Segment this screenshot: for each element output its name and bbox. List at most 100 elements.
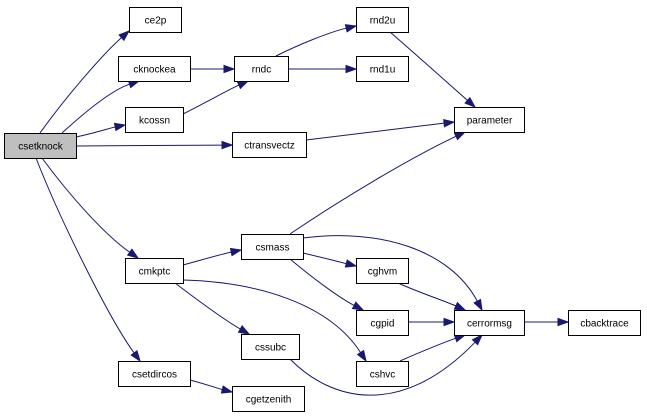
edge-line bbox=[189, 379, 223, 391]
arrowhead bbox=[351, 301, 365, 311]
node-ce2p[interactable]: ce2p bbox=[129, 7, 182, 33]
node-label: kcossn bbox=[139, 116, 170, 127]
node-box[interactable] bbox=[241, 334, 300, 360]
node-label: rnd1u bbox=[370, 65, 396, 76]
node-box[interactable] bbox=[125, 107, 184, 133]
arrowhead bbox=[130, 349, 141, 363]
node-label: ctransvectz bbox=[244, 141, 295, 152]
edge-csetknock-to-ce2p bbox=[39, 30, 131, 134]
edge-csetknock-to-ctransvectz bbox=[75, 140, 234, 150]
node-csmass[interactable]: csmass bbox=[241, 234, 304, 260]
node-box[interactable] bbox=[4, 133, 77, 159]
node-box[interactable] bbox=[125, 258, 184, 284]
arrowhead bbox=[443, 118, 456, 128]
edge-line bbox=[174, 282, 241, 330]
node-cssubc[interactable]: cssubc bbox=[241, 334, 300, 360]
node-box[interactable] bbox=[568, 310, 641, 336]
edge-cmkptc-to-cssubc bbox=[174, 282, 251, 335]
node-csetdircos[interactable]: csetdircos bbox=[118, 361, 191, 387]
node-box[interactable] bbox=[356, 258, 409, 284]
node-box[interactable] bbox=[118, 361, 191, 387]
node-box[interactable] bbox=[234, 56, 289, 82]
node-label: csetdircos bbox=[132, 370, 177, 381]
node-box[interactable] bbox=[118, 56, 191, 82]
edge-line bbox=[302, 252, 347, 265]
node-box[interactable] bbox=[356, 310, 409, 336]
node-box[interactable] bbox=[454, 310, 525, 336]
node-box[interactable] bbox=[232, 386, 305, 412]
edges-layer bbox=[35, 24, 570, 396]
edge-cshvc-to-cerrormsg bbox=[399, 334, 467, 362]
node-label: cmkptc bbox=[139, 267, 171, 278]
edge-cerrormsg-to-cbacktrace bbox=[524, 317, 570, 327]
node-csetknock[interactable]: csetknock bbox=[4, 133, 77, 159]
node-rndc[interactable]: rndc bbox=[234, 56, 289, 82]
arrowhead bbox=[557, 317, 570, 327]
node-parameter[interactable]: parameter bbox=[454, 107, 525, 133]
node-label: rnd2u bbox=[370, 16, 396, 27]
node-box[interactable] bbox=[356, 7, 409, 33]
node-label: ce2p bbox=[145, 16, 167, 27]
arrowhead bbox=[237, 325, 251, 335]
node-cbacktrace[interactable]: cbacktrace bbox=[568, 310, 641, 336]
arrowhead bbox=[229, 247, 243, 257]
arrowhead bbox=[236, 80, 250, 90]
edge-csetknock-to-cmkptc bbox=[41, 157, 140, 259]
node-rnd1u[interactable]: rnd1u bbox=[356, 56, 409, 82]
node-label: cknockea bbox=[133, 65, 176, 76]
arrowhead bbox=[473, 298, 483, 312]
node-cknockea[interactable]: cknockea bbox=[118, 56, 191, 82]
node-kcossn[interactable]: kcossn bbox=[125, 107, 184, 133]
node-box[interactable] bbox=[454, 107, 525, 133]
arrowhead bbox=[453, 301, 467, 311]
edge-line bbox=[397, 282, 457, 307]
edge-line bbox=[275, 27, 347, 57]
node-label: cghvm bbox=[368, 267, 397, 278]
arrowhead bbox=[453, 131, 467, 141]
edge-line bbox=[182, 251, 232, 266]
node-box[interactable] bbox=[129, 7, 182, 33]
edge-cmkptc-to-cshvc bbox=[182, 279, 367, 363]
edge-csmass-to-cerrormsg bbox=[302, 235, 483, 312]
node-label: cssubc bbox=[255, 343, 286, 354]
arrowhead bbox=[356, 349, 367, 363]
node-cgetzenith[interactable]: cgetzenith bbox=[232, 386, 305, 412]
node-cerrormsg[interactable]: cerrormsg bbox=[454, 310, 525, 336]
node-label: csetknock bbox=[18, 142, 63, 153]
node-cghvm[interactable]: cghvm bbox=[356, 258, 409, 284]
edge-rndc-to-rnd1u bbox=[288, 64, 358, 74]
node-cgpid[interactable]: cgpid bbox=[356, 310, 409, 336]
node-cmkptc[interactable]: cmkptc bbox=[125, 258, 184, 284]
arrowhead bbox=[113, 122, 127, 132]
node-box[interactable] bbox=[232, 132, 307, 158]
edge-ctransvectz-to-parameter bbox=[305, 118, 456, 141]
edge-line bbox=[75, 144, 223, 147]
edge-cssubc-to-cerrormsg bbox=[289, 333, 484, 396]
node-cshvc[interactable]: cshvc bbox=[356, 361, 409, 387]
node-box[interactable] bbox=[241, 234, 304, 260]
node-label: cshvc bbox=[370, 370, 396, 381]
edge-line bbox=[302, 235, 478, 302]
node-label: parameter bbox=[467, 116, 513, 127]
edge-rnd2u-to-parameter bbox=[389, 31, 477, 108]
edge-line bbox=[305, 122, 445, 141]
arrowhead bbox=[126, 248, 140, 259]
edge-line bbox=[61, 83, 130, 134]
node-ctransvectz[interactable]: ctransvectz bbox=[232, 132, 307, 158]
arrowhead bbox=[220, 385, 234, 394]
node-label: csmass bbox=[256, 243, 290, 254]
edge-csmass-to-parameter bbox=[289, 131, 467, 235]
edge-cknockea-to-rndc bbox=[190, 64, 236, 74]
edge-csmass-to-cgpid bbox=[289, 258, 365, 311]
node-box[interactable] bbox=[356, 56, 409, 82]
arrowhead bbox=[118, 30, 131, 42]
edge-line bbox=[35, 157, 135, 354]
edge-line bbox=[389, 31, 468, 101]
node-rnd2u[interactable]: rnd2u bbox=[356, 7, 409, 33]
edge-line bbox=[39, 37, 122, 134]
node-label: cbacktrace bbox=[580, 319, 629, 330]
node-label: cgetzenith bbox=[246, 395, 292, 406]
node-box[interactable] bbox=[356, 361, 409, 387]
node-label: cgpid bbox=[371, 319, 395, 330]
